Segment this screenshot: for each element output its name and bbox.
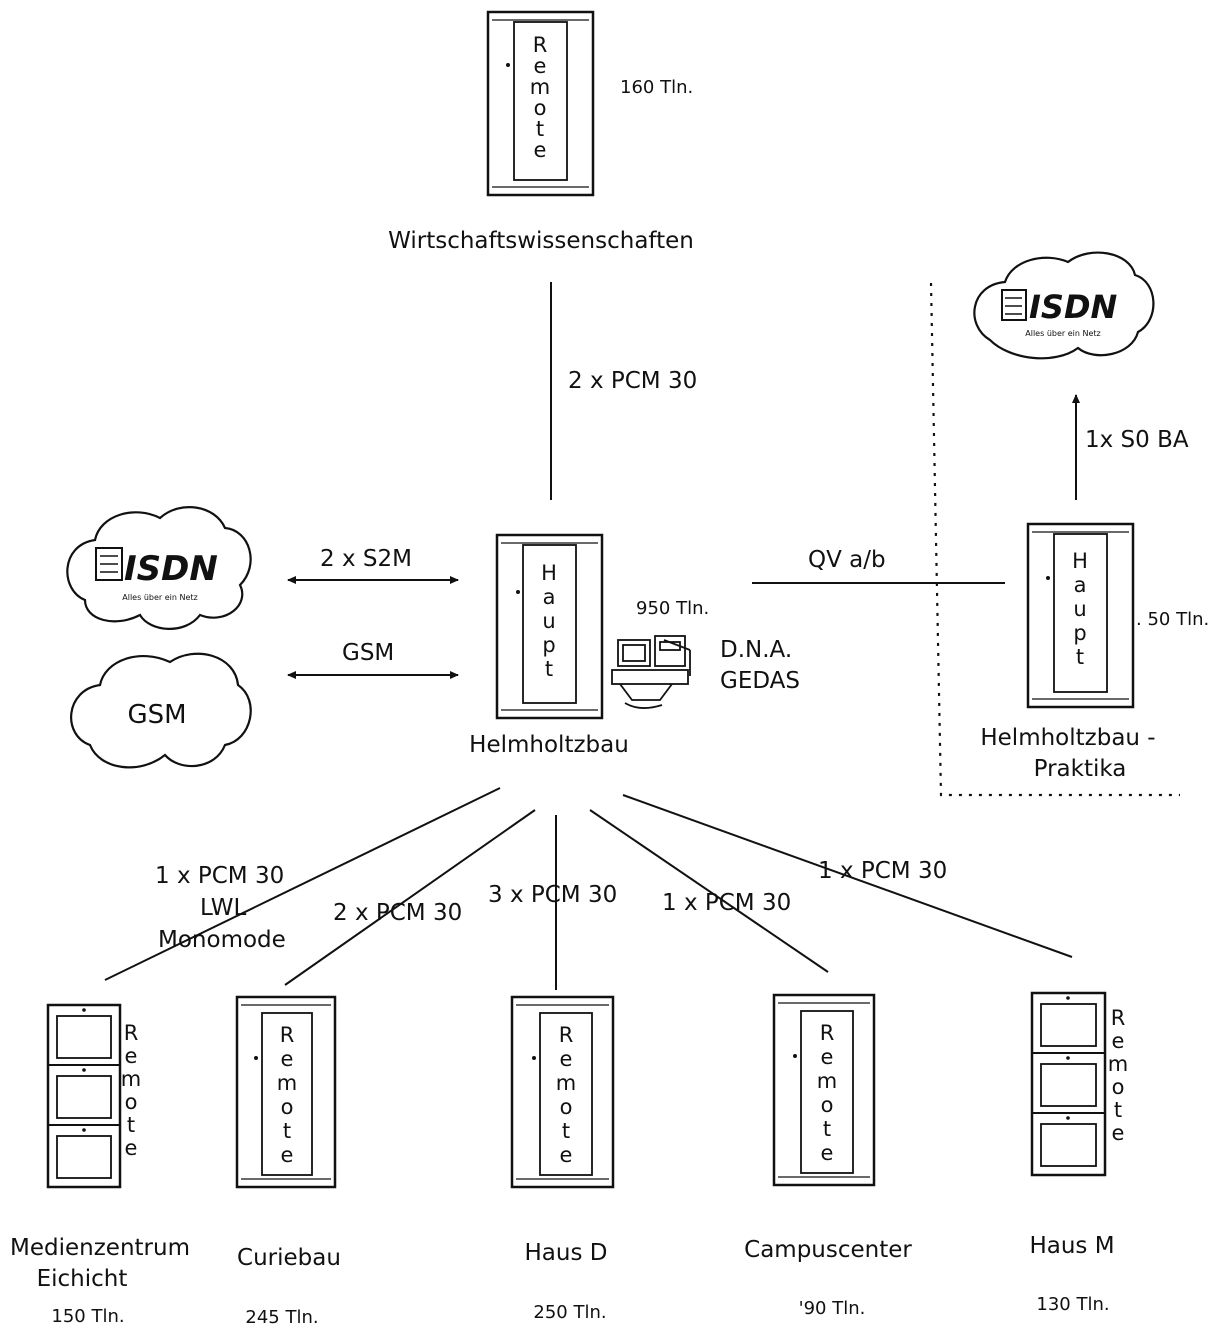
cabinet-letter: t bbox=[545, 657, 553, 681]
cabinet-letter: e bbox=[125, 1044, 138, 1068]
link-label-medienzentrum-1: 1 x PCM 30 bbox=[155, 863, 284, 889]
cabinet-letter: m bbox=[556, 1071, 576, 1095]
cabinet-letter: t bbox=[562, 1119, 570, 1143]
medienzentrum-name-2: Eichicht bbox=[37, 1266, 128, 1292]
cabinet-letter: u bbox=[1073, 597, 1086, 621]
wirtschaft-link-label: 2 x PCM 30 bbox=[568, 368, 697, 394]
praktika-name-line1: Helmholtzbau - bbox=[980, 725, 1155, 751]
haus-m-subscribers: 130 Tln. bbox=[1036, 1294, 1109, 1315]
cabinet-letter: R bbox=[559, 1023, 574, 1047]
cabinet-letter: m bbox=[1108, 1052, 1128, 1076]
cabinet-letter: e bbox=[534, 138, 547, 162]
remote-haus-m bbox=[1032, 993, 1105, 1175]
praktika-name-line2: Praktika bbox=[1034, 756, 1127, 782]
isdn-tagline: Alles über ein Netz bbox=[122, 593, 197, 602]
central-name: Helmholtzbau bbox=[469, 732, 629, 758]
cabinet-letter: a bbox=[543, 585, 556, 609]
haus-d-name: Haus D bbox=[525, 1240, 608, 1266]
isdn-tagline: Alles über ein Netz bbox=[1025, 329, 1100, 338]
cabinet-letter: R bbox=[820, 1021, 835, 1045]
medienzentrum-subscribers: 150 Tln. bbox=[51, 1306, 124, 1327]
remote-cabinet-wirtschaftswissenschaften: R e m o t e bbox=[488, 12, 593, 195]
cabinet-letter: m bbox=[277, 1071, 297, 1095]
cabinet-letter: e bbox=[1112, 1121, 1125, 1145]
cabinet-letter: o bbox=[281, 1095, 294, 1119]
dna-label: D.N.A. bbox=[720, 637, 792, 663]
cabinet-letter: t bbox=[127, 1113, 135, 1137]
isdn-left-link-label: 2 x S2M bbox=[320, 546, 412, 572]
cabinet-letter: u bbox=[542, 609, 555, 633]
praktika-link-label: QV a/b bbox=[808, 547, 886, 573]
gedas-label: GEDAS bbox=[720, 668, 800, 694]
isdn-logo: ISDN bbox=[1029, 288, 1118, 326]
cabinet-letter: t bbox=[823, 1117, 831, 1141]
cabinet-letter: e bbox=[560, 1143, 573, 1167]
campuscenter-subscribers: '90 Tln. bbox=[799, 1298, 866, 1319]
link-label-haus-m: 1 x PCM 30 bbox=[818, 858, 947, 884]
link-label-campuscenter: 1 x PCM 30 bbox=[662, 890, 791, 916]
cabinet-letter: p bbox=[542, 633, 555, 657]
praktika-subscribers: . 50 Tln. bbox=[1136, 609, 1209, 630]
cabinet-letter: o bbox=[821, 1093, 834, 1117]
cabinet-letter: t bbox=[1114, 1098, 1122, 1122]
cabinet-letter: e bbox=[821, 1045, 834, 1069]
curiebau-subscribers: 245 Tln. bbox=[245, 1307, 318, 1328]
link-label-medienzentrum-2: LWL bbox=[200, 895, 246, 921]
cabinet-letter: R bbox=[124, 1021, 139, 1045]
campuscenter-name: Campuscenter bbox=[744, 1237, 912, 1263]
cabinet-letter: p bbox=[1073, 621, 1086, 645]
cabinet-letter: e bbox=[1112, 1029, 1125, 1053]
cabinet-letter: o bbox=[125, 1090, 138, 1114]
cabinet-letter: a bbox=[1074, 573, 1087, 597]
cabinet-letter: m bbox=[817, 1069, 837, 1093]
workstation-icon bbox=[612, 636, 690, 708]
curiebau-name: Curiebau bbox=[237, 1245, 341, 1271]
link-label-curiebau: 2 x PCM 30 bbox=[333, 900, 462, 926]
gsm-link-label: GSM bbox=[342, 640, 394, 666]
isdn-logo: ISDN bbox=[124, 549, 218, 589]
cabinet-letter: R bbox=[280, 1023, 295, 1047]
cabinet-letter: e bbox=[281, 1047, 294, 1071]
cabinet-letter: R bbox=[1111, 1006, 1126, 1030]
cabinet-letter: o bbox=[560, 1095, 573, 1119]
cabinet-letter: t bbox=[1076, 645, 1084, 669]
remote-medienzentrum bbox=[48, 1005, 120, 1187]
haus-m-name: Haus M bbox=[1029, 1233, 1114, 1259]
isdn-cloud-right: ISDN Alles über ein Netz bbox=[974, 253, 1153, 359]
wirtschaft-subscribers: 160 Tln. bbox=[620, 77, 693, 98]
link-label-haus-d: 3 x PCM 30 bbox=[488, 882, 617, 908]
cabinet-letter: H bbox=[1072, 549, 1088, 573]
cabinet-letter: e bbox=[281, 1143, 294, 1167]
haus-d-subscribers: 250 Tln. bbox=[533, 1302, 606, 1323]
isdn-cloud-left: ISDN Alles über ein Netz bbox=[67, 507, 250, 629]
isdn-right-link-label: 1x S0 BA bbox=[1085, 427, 1189, 453]
cabinet-letter: o bbox=[1112, 1075, 1125, 1099]
cabinet-letter: e bbox=[560, 1047, 573, 1071]
medienzentrum-name-1: Medienzentrum bbox=[10, 1235, 190, 1261]
wirtschaft-name: Wirtschaftswissenschaften bbox=[388, 228, 694, 254]
link-label-medienzentrum-3: Monomode bbox=[158, 927, 286, 953]
cabinet-letter: H bbox=[541, 561, 557, 585]
cabinet-letter: m bbox=[121, 1067, 141, 1091]
central-cabinet-helmholtzbau: H a u p t bbox=[497, 535, 602, 718]
cabinet-helmholtzbau-praktika: H a u p t bbox=[1028, 524, 1133, 707]
cabinet-letter: e bbox=[821, 1141, 834, 1165]
cabinet-letter: e bbox=[125, 1136, 138, 1160]
central-subscribers: 950 Tln. bbox=[636, 598, 709, 619]
gsm-cloud-label: GSM bbox=[127, 700, 186, 730]
cabinet-letter: t bbox=[283, 1119, 291, 1143]
